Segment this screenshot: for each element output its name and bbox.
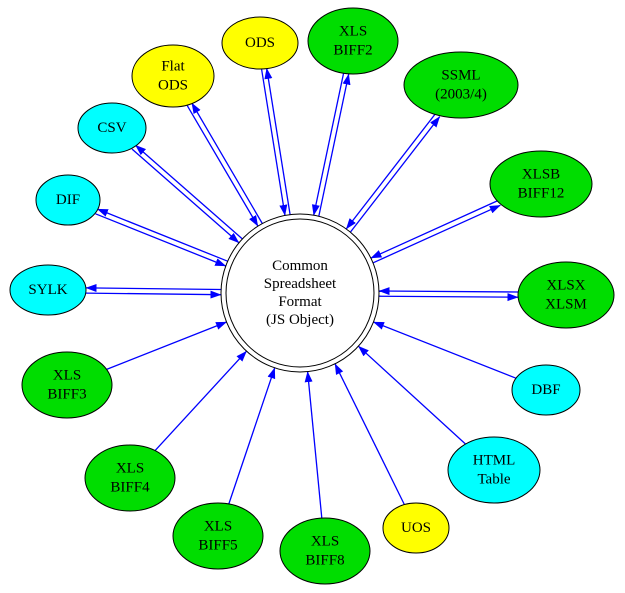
node-shape-csv — [77, 102, 147, 154]
edge-ssml-2003-4-to-center — [345, 113, 437, 230]
node-label-html-table: Table — [477, 472, 510, 488]
edge-center-to-ods — [264, 67, 291, 215]
edge-xls-biff3-to-center — [106, 321, 227, 371]
node-shape-xls-biff2 — [307, 7, 399, 75]
node-csv: CSV — [77, 102, 147, 154]
center-label-line: Spreadsheet — [264, 276, 337, 292]
node-label-flat-ods: Flat — [161, 59, 185, 75]
node-label-xls-biff3: BIFF3 — [47, 387, 86, 403]
edge-xlsb-biff12-to-center — [370, 199, 499, 259]
node-label-xls-biff2: BIFF2 — [333, 43, 372, 59]
node-label-csv: CSV — [97, 120, 126, 136]
node-dif: DIF — [35, 174, 101, 226]
edge-center-to-xlsx-xlsm — [378, 293, 519, 302]
edge-dbf-to-center — [373, 321, 517, 379]
edge-sylk-to-center — [85, 290, 222, 299]
node-label-ssml-2003-4: SSML — [441, 68, 480, 84]
node-shape-dif — [35, 174, 101, 226]
node-label-xls-biff3: XLS — [53, 368, 81, 384]
node-label-html-table: HTML — [473, 453, 516, 469]
edge-center-to-csv — [135, 144, 243, 240]
node-label-xls-biff4: XLS — [116, 461, 144, 477]
center-label-line: Common — [272, 258, 328, 274]
node-shape-ssml-2003-4 — [403, 51, 519, 119]
edge-xlsx-xlsm-to-center — [378, 287, 519, 296]
edge-html-table-to-center — [357, 345, 467, 445]
node-label-xls-biff8: BIFF8 — [305, 553, 344, 569]
node-shape-flat-ods — [131, 44, 215, 108]
edge-center-to-xlsb-biff12 — [372, 204, 501, 264]
node-xlsx-xlsm: XLSX XLSM — [517, 261, 615, 329]
edges-layer — [85, 67, 519, 519]
node-label-xls-biff8: XLS — [311, 534, 339, 550]
node-xls-biff5: XLS BIFF5 — [172, 502, 264, 570]
edge-ods-to-center — [260, 69, 288, 216]
node-xlsb-biff12: XLSB BIFF12 — [489, 150, 593, 218]
node-label-sylk: SYLK — [28, 282, 67, 298]
node-sylk: SYLK — [9, 264, 87, 316]
node-uos: UOS — [382, 502, 450, 554]
edge-xls-biff4-to-center — [154, 350, 247, 452]
node-label-xls-biff4: BIFF4 — [110, 480, 150, 496]
node-dbf: DBF — [511, 364, 581, 416]
node-label-xls-biff5: BIFF5 — [198, 538, 237, 554]
edge-flat-ods-to-center — [186, 105, 259, 227]
edge-xls-biff2-to-center — [311, 72, 345, 216]
edge-uos-to-center — [334, 363, 405, 505]
node-html-table: HTML Table — [447, 436, 541, 504]
edge-center-to-sylk — [85, 284, 222, 293]
node-label-dif: DIF — [56, 192, 80, 208]
node-label-xlsx-xlsm: XLSM — [545, 297, 587, 313]
edge-center-to-flat-ods — [191, 102, 263, 224]
edge-center-to-ssml-2003-4 — [349, 116, 441, 233]
node-label-uos: UOS — [401, 520, 431, 536]
nodes-layer: FlatODSODSXLSBIFF2SSML(2003/4)XLSBBIFF12… — [9, 7, 615, 585]
node-shape-xls-biff8 — [279, 517, 371, 585]
node-label-xlsb-biff12: XLSB — [522, 167, 560, 183]
node-shape-sylk — [9, 264, 87, 316]
node-label-xlsx-xlsm: XLSX — [546, 278, 585, 294]
center-label-line: Format — [278, 294, 322, 310]
center-inner-circle — [225, 218, 375, 368]
node-label-xlsb-biff12: BIFF12 — [518, 186, 565, 202]
node-ssml-2003-4: SSML (2003/4) — [403, 51, 519, 119]
center-outer-circle — [220, 213, 380, 373]
node-xls-biff4: XLS BIFF4 — [84, 444, 176, 512]
node-shape-html-table — [447, 436, 541, 504]
edge-center-to-dif — [96, 208, 228, 262]
node-label-xls-biff5: XLS — [204, 519, 232, 535]
center-label-line: (JS Object) — [266, 312, 334, 328]
edge-dif-to-center — [95, 213, 227, 267]
node-shape-xls-biff3 — [21, 351, 113, 419]
node-label-flat-ods: ODS — [158, 78, 188, 94]
node-shape-xls-biff5 — [172, 502, 264, 570]
edge-xls-biff8-to-center — [304, 371, 323, 519]
node-ods: ODS — [221, 16, 299, 70]
node-xls-biff2: XLS BIFF2 — [307, 7, 399, 75]
node-label-dbf: DBF — [531, 382, 560, 398]
node-label-ssml-2003-4: (2003/4) — [435, 87, 487, 103]
edge-center-to-xls-biff2 — [318, 73, 351, 217]
node-shape-xls-biff4 — [84, 444, 176, 512]
node-shape-ods — [221, 16, 299, 70]
node-shape-uos — [382, 502, 450, 554]
node-shape-dbf — [511, 364, 581, 416]
node-shape-xlsx-xlsm — [517, 261, 615, 329]
node-label-ods: ODS — [245, 35, 275, 51]
node-xls-biff3: XLS BIFF3 — [21, 351, 113, 419]
node-shape-xlsb-biff12 — [489, 150, 593, 218]
edge-csv-to-center — [131, 148, 240, 244]
node-xls-biff8: XLS BIFF8 — [279, 517, 371, 585]
node-label-xls-biff2: XLS — [339, 24, 367, 40]
edge-xls-biff5-to-center — [228, 367, 276, 505]
